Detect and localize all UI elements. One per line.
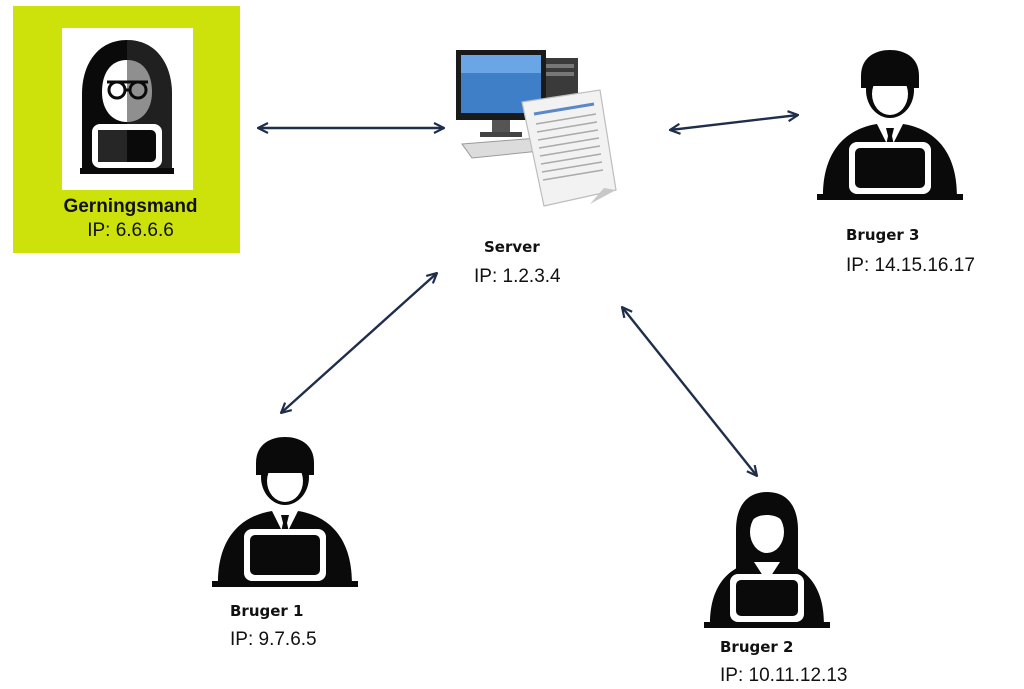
server-title: Server: [484, 238, 540, 256]
user3-title: Bruger 3: [846, 226, 920, 244]
hacker-icon: [80, 40, 174, 174]
server-computer-icon: [456, 50, 617, 207]
server-ip: IP: 1.2.3.4: [474, 266, 561, 287]
user1-title: Bruger 1: [230, 602, 304, 620]
arrow-server-user1: [281, 273, 437, 413]
user3-node: [815, 46, 965, 201]
user-male-laptop-icon: [212, 437, 358, 587]
user1-ip: IP: 9.7.6.5: [230, 629, 317, 650]
arrow-server-user3: [670, 115, 798, 130]
attacker-title: Gerningsmand: [63, 196, 198, 217]
arrow-server-user2: [622, 307, 757, 476]
attacker-icon-frame: [62, 28, 193, 190]
user3-ip: IP: 14.15.16.17: [846, 255, 975, 276]
user2-ip: IP: 10.11.12.13: [720, 665, 848, 686]
user1-node: [210, 433, 360, 588]
server-node: [450, 40, 640, 220]
user-male-laptop-icon: [817, 50, 963, 200]
user2-node: [702, 486, 832, 629]
user2-title: Bruger 2: [720, 638, 794, 656]
user-female-laptop-icon: [704, 492, 830, 628]
attacker-ip: IP: 6.6.6.6: [87, 220, 174, 241]
